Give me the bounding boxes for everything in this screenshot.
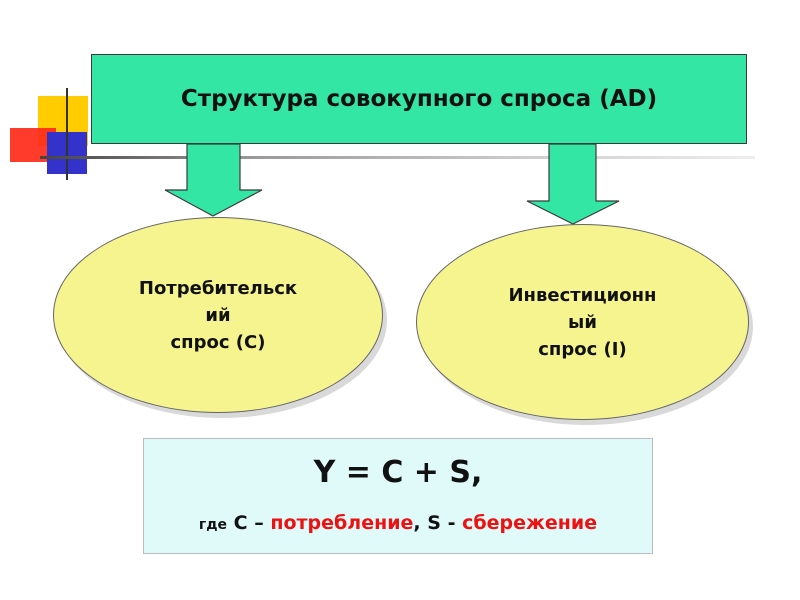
title-box: Структура совокупного спроса (AD) [91, 54, 747, 144]
formula-dash: – [254, 512, 264, 534]
formula-s-meaning: сбережение [462, 512, 598, 534]
formula-equation: Y = C + S, [313, 455, 483, 490]
formula-legend: где C – потребление, S - сбережение [144, 512, 652, 534]
investment-demand-line-3: спрос (I) [538, 338, 627, 360]
formula-comma: , [413, 512, 421, 534]
arrow-down-left [164, 143, 263, 217]
formula-s-symbol: S [427, 512, 441, 534]
formula-box: Y = C + S, где C – потребление, S - сбер… [143, 438, 653, 554]
investment-demand-node: Инвестиционн ый спрос (I) [416, 224, 749, 420]
decor-vertical-line [66, 88, 68, 180]
decor-horizontal-line [40, 156, 755, 159]
title-text: Структура совокупного спроса (AD) [180, 86, 658, 112]
investment-demand-line-1: Инвестиционн [508, 284, 657, 306]
consumer-demand-line-3: спрос (С) [170, 331, 266, 353]
arrow-down-right [526, 143, 620, 225]
consumer-demand-line-2: ий [205, 304, 231, 326]
investment-demand-line-2: ый [568, 311, 597, 333]
formula-c-meaning: потребление [270, 512, 414, 534]
formula-hyphen: - [447, 512, 456, 534]
formula-c-symbol: C [233, 512, 248, 534]
formula-where-word: где [198, 517, 227, 533]
consumer-demand-line-1: Потребительск [138, 277, 298, 299]
consumer-demand-node: Потребительск ий спрос (С) [53, 217, 383, 413]
